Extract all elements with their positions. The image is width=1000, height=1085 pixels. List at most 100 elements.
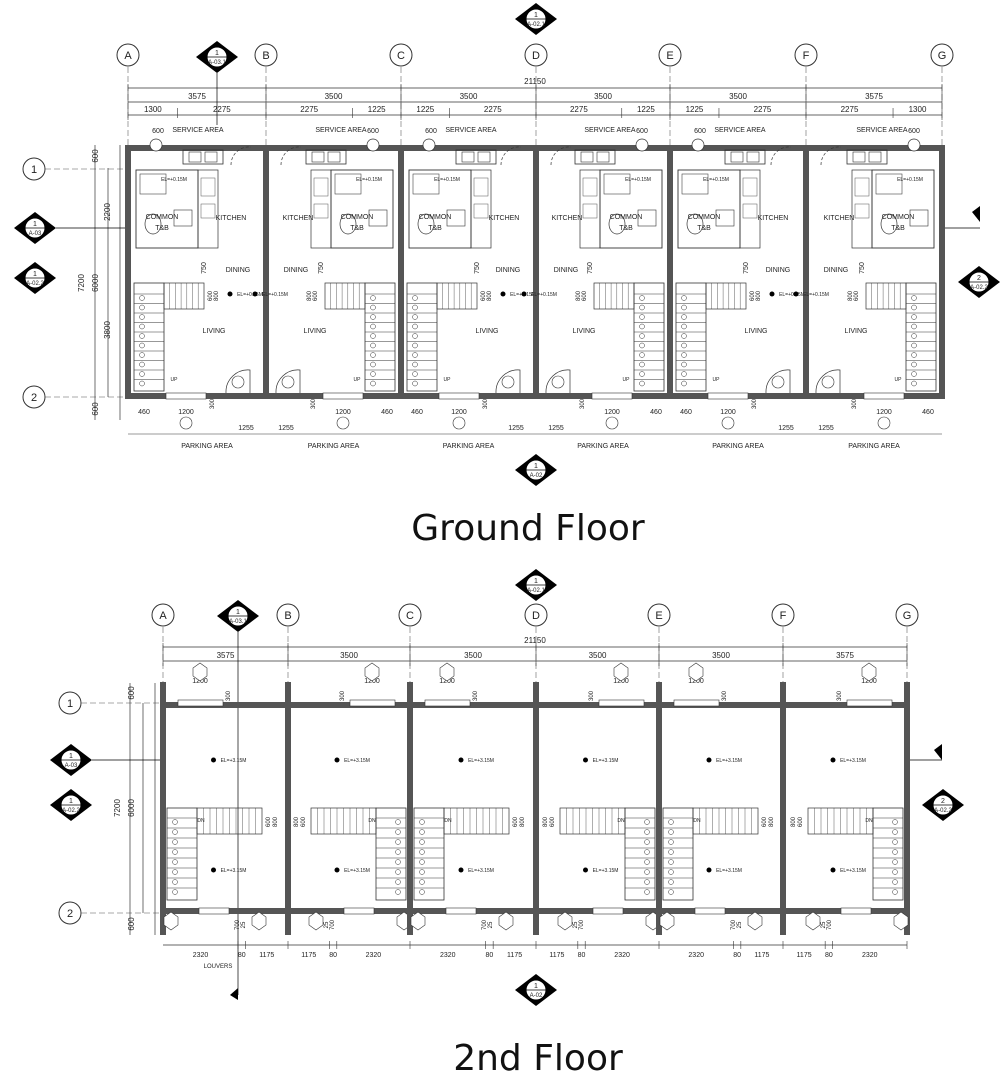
svg-text:A-02.1: A-02.1: [527, 588, 545, 594]
stair-up-label: UP: [713, 377, 721, 383]
sink: [868, 151, 882, 163]
stair-baluster: [639, 314, 645, 320]
dim-label: 300: [210, 398, 216, 409]
dim-label: 800: [487, 290, 493, 301]
svg-text:600: 600: [127, 917, 136, 931]
window-tag: [452, 416, 466, 430]
dim-label: 300: [589, 690, 595, 701]
svg-text:2: 2: [67, 908, 73, 920]
elevation-label: EL=+3.15M: [840, 758, 866, 764]
svg-text:600: 600: [91, 402, 100, 416]
bottom-dim-label: 1175: [259, 952, 274, 959]
room-label-dining: DINING: [226, 267, 251, 274]
dim-label: 800: [520, 816, 526, 827]
stair-baluster: [892, 829, 898, 835]
dim-label: 600: [152, 128, 164, 135]
elevation-dot: [830, 867, 836, 873]
svg-text:A-03: A-03: [65, 763, 78, 769]
bay-width-label: 3575: [836, 651, 854, 660]
section-marker-right: 2 A-02.2: [942, 206, 1000, 298]
dim-label: 460: [650, 409, 662, 416]
svg-text:A-02.2: A-02.2: [26, 281, 44, 287]
room-label-dining: DINING: [496, 267, 521, 274]
elevation-label: EL=+0.15M: [531, 292, 557, 298]
grid-col-label: D: [532, 610, 540, 622]
party-wall: [533, 682, 539, 935]
stair-baluster: [911, 380, 917, 387]
stair-baluster: [681, 380, 687, 387]
dim-label: 25: [737, 921, 743, 928]
svg-text:1: 1: [236, 609, 240, 616]
section-marker-top-2: 1 A-02.1: [515, 569, 557, 601]
grid-bubble-2-c: [398, 603, 422, 627]
elevation-label: EL=+0.15M: [161, 177, 187, 183]
second-floor-title: 2nd Floor: [453, 1038, 623, 1079]
dim-label: 300: [722, 690, 728, 701]
room-label-kitchen: KITCHEN: [283, 215, 314, 222]
stair-baluster: [412, 352, 418, 358]
dim-label: 600: [513, 816, 519, 827]
svg-text:2: 2: [941, 798, 945, 805]
stair-baluster: [639, 352, 645, 358]
svg-text:6000: 6000: [91, 274, 100, 292]
unit-1: SERVICE AREA600EL=+0.15MCOMMONT&BKITCHEN…: [125, 127, 263, 450]
dimension-lines-left: 7200 6000 600 2200 3800 600: [77, 145, 121, 420]
window-tag: [691, 138, 705, 152]
sub-dim-label: 2275: [841, 105, 859, 114]
sub-dim-label: 2275: [570, 105, 588, 114]
party-wall: [125, 145, 131, 399]
shower: [681, 173, 709, 195]
sink: [188, 151, 202, 163]
grid-col-label: A: [124, 50, 132, 62]
door-tag: [771, 375, 785, 389]
stair-baluster: [412, 371, 418, 377]
stair-baluster: [412, 380, 418, 387]
bottom-dim-label: 80: [485, 952, 493, 959]
room-label-tb: T&B: [619, 225, 633, 232]
party-wall: [656, 682, 662, 935]
section-num: 1: [534, 12, 538, 19]
stair-baluster: [139, 314, 145, 320]
elevation-label: EL=+0.15M: [703, 177, 729, 183]
staircase-2f: [310, 807, 407, 901]
window-tag: [308, 911, 324, 931]
dim-label: 300: [311, 398, 317, 409]
stair-baluster: [412, 295, 418, 301]
dim-label: 1200: [688, 678, 704, 685]
svg-text:1: 1: [534, 578, 538, 585]
party-wall: [533, 145, 539, 399]
stair-baluster: [139, 380, 145, 387]
stair-baluster: [139, 333, 145, 339]
staircase-2f: [559, 807, 656, 901]
stair-baluster: [644, 869, 650, 875]
stove: [200, 177, 216, 197]
elevation-label: EL=+3.15M: [468, 758, 494, 764]
room-label-kitchen: KITCHEN: [758, 215, 789, 222]
svg-text:600: 600: [91, 149, 100, 163]
room-label-tb: T&B: [350, 225, 364, 232]
door-tag: [551, 375, 565, 389]
window-tag: [747, 911, 763, 931]
bottom-dim-label: 80: [329, 952, 337, 959]
dimension-lines-top-2: 21150: [163, 636, 907, 662]
kitchen-counter: [739, 169, 761, 249]
front-door-swing: [765, 369, 791, 394]
dim-label: 25: [324, 921, 330, 928]
stair-baluster: [139, 323, 145, 330]
room-label-kitchen: KITCHEN: [489, 215, 520, 222]
stair-baluster: [395, 819, 401, 825]
bottom-dim-label: 1175: [507, 952, 522, 959]
svg-text:A-03: A-03: [29, 231, 42, 237]
stair-up-label: UP: [354, 377, 362, 383]
door-swing: [820, 146, 842, 166]
elevation-dot: [583, 757, 588, 763]
toilet: [686, 213, 704, 235]
bottom-dim-label: 80: [238, 952, 246, 959]
elevation-label: EL=+3.15M: [593, 758, 619, 764]
window-tag: [149, 138, 163, 152]
stair-baluster: [412, 323, 418, 330]
elevation-dot: [521, 291, 527, 297]
stair-baluster: [911, 314, 917, 320]
